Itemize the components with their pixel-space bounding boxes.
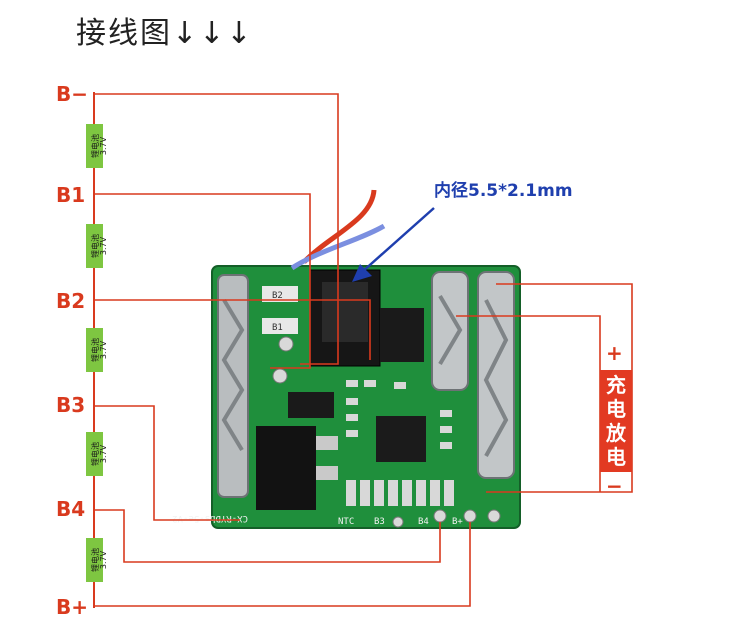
dc-wire-blue	[290, 223, 386, 271]
output-plus-sign: +	[606, 341, 623, 365]
pad-bplus	[463, 509, 477, 523]
wire-bminus	[94, 93, 339, 365]
output-label-box	[600, 370, 632, 472]
cell-body	[86, 432, 103, 476]
solder-pad-mid	[272, 368, 288, 384]
terminal-label-b1: B1	[56, 183, 85, 207]
left-contact-spring	[221, 298, 245, 452]
pad-label-bplus: B+	[452, 517, 463, 527]
chip-b2	[262, 286, 298, 302]
dc-jack-socket	[322, 282, 368, 342]
pad-b4	[433, 509, 447, 523]
output-char-3: 放	[605, 421, 627, 445]
cell-body	[86, 124, 103, 168]
battery-cell-5: 锂电池 3.7V	[86, 538, 108, 582]
cell-voltage-label: 3.7V	[99, 136, 108, 155]
output-char-1: 充	[606, 373, 626, 397]
chip-b1	[262, 318, 298, 334]
jack-size-annotation: 内径5.5*2.1mm	[434, 180, 573, 201]
cell-type-label: 锂电池	[90, 548, 100, 572]
terminal-label-bminus: B−	[56, 82, 88, 106]
middle-battery-contact	[431, 271, 469, 391]
output-minus-sign: −	[606, 474, 623, 498]
pad-b3	[392, 516, 404, 528]
tap-wires	[94, 93, 633, 607]
annotation-arrow-line	[361, 207, 435, 273]
battery-cell-2: 锂电池 3.7V	[86, 224, 108, 268]
pad-label-b4: B4	[418, 517, 429, 527]
smd-components	[346, 380, 454, 506]
dc-wire-red	[302, 189, 377, 264]
bms-circuit-board: B2 B1	[172, 265, 521, 529]
battery-cell-1: 锂电池 3.7V	[86, 124, 108, 168]
wire-b3	[94, 405, 240, 521]
wire-b1	[94, 193, 311, 369]
battery-cell-4: 锂电池 3.7V	[86, 432, 108, 476]
large-mosfet	[256, 426, 316, 510]
cell-type-label: 锂电池	[90, 442, 100, 466]
battery-cell-3: 锂电池 3.7V	[86, 328, 108, 372]
mosfet-tab-1	[316, 436, 338, 450]
left-battery-contact	[217, 274, 249, 498]
wire-b4	[94, 509, 441, 563]
solder-pad-top	[278, 336, 294, 352]
wire-bplus	[94, 522, 471, 607]
cell-body	[86, 538, 103, 582]
chip-b2-label: B2	[272, 291, 283, 301]
cell-voltage-label: 3.7V	[99, 236, 108, 255]
chip-b1-label: B1	[272, 323, 283, 333]
right-battery-contact	[477, 271, 515, 479]
output-char-2: 电	[606, 397, 626, 421]
cell-body	[86, 328, 103, 372]
right-contact-spring	[483, 299, 509, 457]
pad-label-b3: B3	[374, 517, 385, 527]
pad-extra	[487, 509, 501, 523]
small-mosfet	[288, 392, 334, 418]
terminal-label-b2: B2	[56, 289, 85, 313]
page-title: 接线图↓↓↓	[76, 16, 254, 51]
cell-type-label: 锂电池	[90, 338, 100, 362]
terminal-label-bplus: B+	[56, 595, 88, 619]
cell-voltage-label: 3.7V	[99, 550, 108, 569]
output-char-4: 电	[606, 445, 626, 469]
board-silkscreen-model: CX-RYDbs-5e-V2	[172, 513, 248, 523]
bms-ic	[376, 416, 426, 462]
cell-voltage-label: 3.7V	[99, 444, 108, 463]
mosfet-tab-2	[316, 466, 338, 480]
cell-body	[86, 224, 103, 268]
wire-b2	[94, 299, 371, 360]
cell-type-label: 锂电池	[90, 234, 100, 258]
cell-type-label: 锂电池	[90, 134, 100, 158]
cell-voltage-label: 3.7V	[99, 340, 108, 359]
mosfet-block-top	[380, 308, 424, 362]
pad-label-ntc: NTC	[338, 517, 354, 527]
middle-contact-spring	[438, 294, 463, 366]
terminal-label-b3: B3	[56, 393, 85, 417]
terminal-label-b4: B4	[56, 497, 85, 521]
annotation-arrowhead	[352, 264, 372, 282]
